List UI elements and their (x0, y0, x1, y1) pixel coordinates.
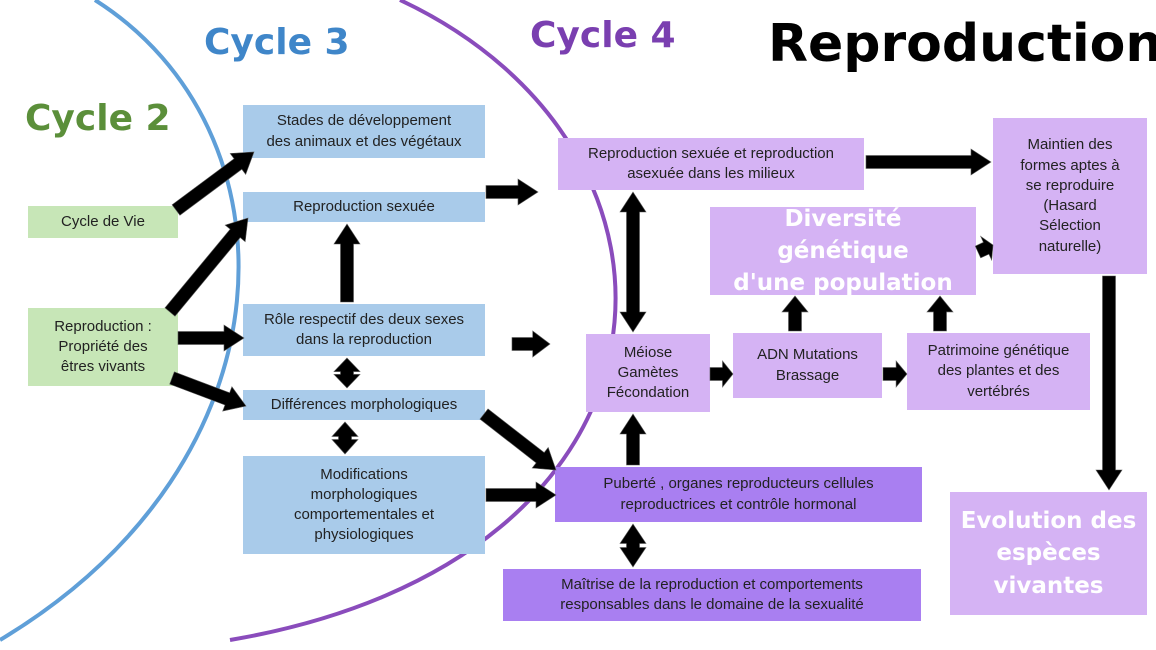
node-diversite-genetique: Diversité génétique d'une population (710, 206, 976, 296)
node-stades-developpement: Stades de développement des animaux et d… (243, 105, 485, 158)
cycle-4-label: Cycle 4 (530, 15, 676, 56)
node-evolution-especes: Evolution des espèces vivantes (950, 492, 1147, 615)
node-role-sexes: Rôle respectif des deux sexes dans la re… (243, 304, 485, 356)
node-maitrise: Maîtrise de la reproduction et comportem… (503, 569, 921, 621)
node-reproduction-propriete: Reproduction : Propriété des êtres vivan… (28, 308, 178, 386)
node-cycle-de-vie: Cycle de Vie (28, 206, 178, 238)
cycle-2-label: Cycle 2 (25, 98, 171, 139)
node-puberte: Puberté , organes reproducteurs cellules… (555, 467, 922, 522)
node-maintien-formes: Maintien des formes aptes à se reproduir… (993, 118, 1147, 274)
node-adn-mutations: ADN Mutations Brassage (733, 333, 882, 398)
node-reproduction-milieux: Reproduction sexuée et reproduction asex… (558, 138, 864, 190)
node-patrimoine-genetique: Patrimoine génétique des plantes et des … (907, 333, 1090, 410)
node-reproduction-sexuee: Reproduction sexuée (243, 192, 485, 222)
node-meiose: Méiose Gamètes Fécondation (586, 334, 710, 412)
node-modifications: Modifications morphologiques comportemen… (243, 456, 485, 554)
cycle-3-label: Cycle 3 (204, 22, 350, 63)
node-differences-morphologiques: Différences morphologiques (243, 390, 485, 420)
page-title: Reproduction (768, 14, 1156, 74)
